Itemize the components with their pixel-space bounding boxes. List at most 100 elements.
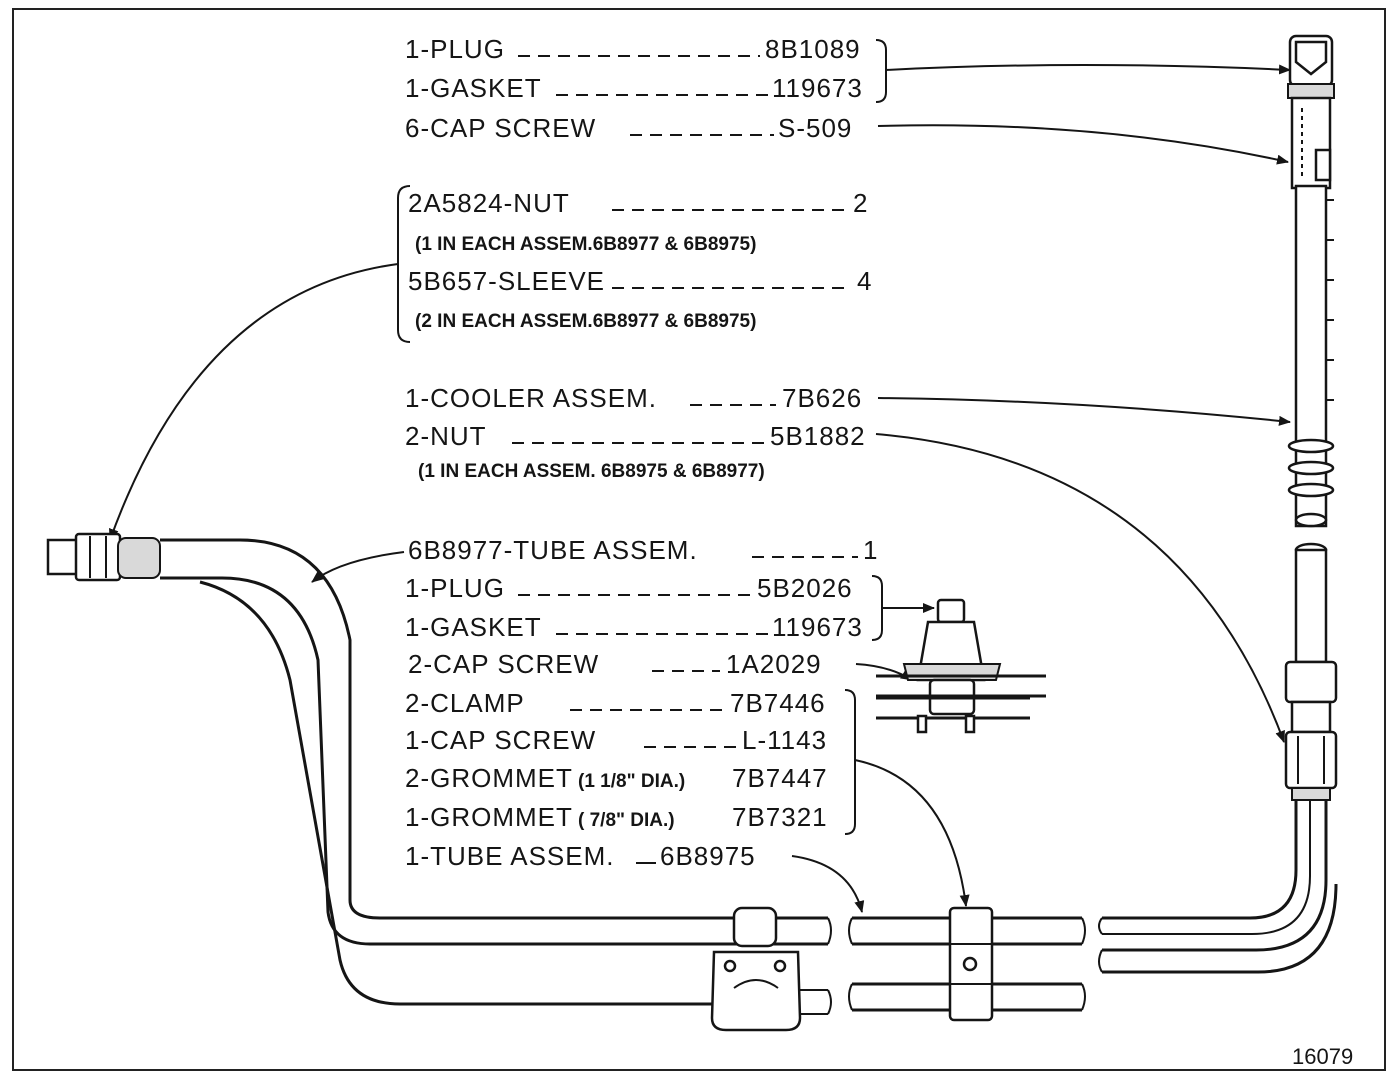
label-grommet-small: 1-GROMMET — [405, 802, 573, 832]
dia-grommet-large: (1 1/8" DIA.) — [578, 771, 685, 792]
block-contour — [733, 979, 779, 989]
tube-end — [1294, 512, 1328, 528]
pn-nut-2: 5B1882 — [770, 421, 866, 451]
label-gasket-top: 1-GASKET — [405, 73, 542, 103]
figure-number: 16079 — [1292, 1044, 1353, 1069]
block-hole — [723, 959, 737, 973]
detail-bolt — [964, 714, 976, 734]
label-nut-2a: 2A5824-NUT — [408, 188, 570, 218]
leader-arrows — [109, 64, 1291, 913]
label-clamp: 2-CLAMP — [405, 688, 525, 718]
detail-upper-tube — [876, 674, 1046, 698]
qty-nut-2a: 2 — [853, 188, 868, 218]
left-clamp-block — [710, 906, 802, 1032]
mid-tube-assembly — [848, 906, 1086, 1022]
pn-cap-screw-2: 1A2029 — [726, 649, 822, 679]
right-tube-mid — [1102, 800, 1311, 935]
label-cap-screw-6: 6-CAP SCREW — [405, 113, 596, 143]
tube-6b8975-outer — [199, 580, 720, 1006]
arrow-to-tube-6b8977 — [311, 551, 405, 583]
right-tube-lower — [1102, 883, 1338, 974]
tube-6b8977-bottom — [160, 576, 828, 946]
note-sleeve: (2 IN EACH ASSEM.6B8977 & 6B8975) — [415, 311, 756, 332]
pn-cap-screw-6: S-509 — [778, 113, 852, 143]
qty-sleeve: 4 — [857, 266, 872, 296]
right-tubes — [1098, 800, 1338, 974]
coil-ring — [1287, 482, 1335, 498]
detail-wing — [902, 663, 1002, 681]
cap-screw — [1314, 148, 1332, 182]
tube-break — [848, 983, 1086, 1011]
tube-break — [827, 917, 832, 945]
arrow-to-lower-nut — [875, 433, 1285, 743]
arrow-to-clamp — [854, 759, 970, 907]
label-tube-6b8975: 1-TUBE ASSEM. — [405, 841, 615, 871]
coil-ring — [1287, 460, 1335, 476]
clamp-detail-inset — [876, 598, 1046, 734]
top-plug-hex — [1294, 40, 1328, 76]
tube-break — [848, 917, 1086, 945]
right-tube-outer-1 — [1102, 800, 1298, 920]
label-nut-2: 2-NUT — [405, 421, 487, 451]
pn-gasket-top: 119673 — [772, 73, 863, 103]
cooler-tube-lower — [1294, 548, 1328, 664]
pn-cooler: 7B626 — [782, 383, 862, 413]
left-nut — [74, 532, 122, 582]
pn-gasket-mid: 119673 — [772, 612, 863, 642]
note-nut-2a: (1 IN EACH ASSEM.6B8977 & 6B8975) — [415, 234, 756, 255]
right-tube-outer-2 — [1102, 800, 1328, 952]
label-tube-6b8977: 6B8977-TUBE ASSEM. — [408, 535, 698, 565]
lower-clip — [1284, 660, 1338, 704]
block-hole — [773, 959, 787, 973]
pn-cap-screw-1: L-1143 — [742, 725, 827, 755]
detail-plug — [936, 598, 966, 624]
label-cooler: 1-COOLER ASSEM. — [405, 383, 657, 413]
detail-bolt — [916, 714, 928, 734]
tube-break — [1098, 917, 1103, 935]
cooler-head — [1290, 96, 1332, 190]
pn-clamp: 7B7446 — [730, 688, 826, 718]
label-gasket-mid: 1-GASKET — [405, 612, 542, 642]
clamp-screw — [962, 956, 978, 972]
label-plug-mid: 1-PLUG — [405, 573, 505, 603]
dia-grommet-small: ( 7/8" DIA.) — [578, 810, 675, 831]
brace-clamp-grommet — [844, 689, 856, 835]
top-gasket — [1287, 83, 1335, 99]
pn-plug-mid: 5B2026 — [757, 573, 853, 603]
lower-coupling — [1290, 700, 1332, 734]
figure-frame — [12, 8, 1386, 1071]
pn-grommet-small: 7B7321 — [732, 802, 828, 832]
tube-break — [1098, 949, 1103, 973]
sleeve — [1291, 787, 1331, 801]
tube-6b8975-stub — [800, 989, 828, 1015]
label-sleeve: 5B657-SLEEVE — [408, 266, 605, 296]
tube-6b8977-top — [160, 538, 828, 920]
label-grommet-large: 2-GROMMET — [405, 763, 573, 793]
brace-plug-gasket-mid — [871, 575, 883, 641]
coil-ring — [1287, 438, 1335, 454]
arrow-to-left-nut — [109, 263, 399, 541]
qty-tube-6b8977: 1 — [863, 535, 878, 565]
cooler-assembly — [1284, 34, 1338, 801]
arrow-to-cap-screws — [877, 124, 1289, 165]
left-sleeve — [117, 537, 161, 579]
pn-plug-top: 8B1089 — [765, 34, 861, 64]
pn-grommet-large: 7B7447 — [732, 763, 828, 793]
lower-nut — [1284, 730, 1338, 790]
left-tube-assembly — [46, 532, 832, 1015]
arrow-to-tube-6b8975 — [791, 855, 865, 913]
label-plug-top: 1-PLUG — [405, 34, 505, 64]
arrow-to-cooler — [877, 397, 1291, 426]
brace-plug-gasket-top — [875, 39, 887, 103]
label-cap-screw-2: 2-CAP SCREW — [408, 649, 599, 679]
note-nut-2: (1 IN EACH ASSEM. 6B8975 & 6B8977) — [418, 461, 765, 482]
arrow-to-top-plug — [885, 64, 1291, 75]
clamp-plug — [732, 906, 778, 948]
pn-tube-6b8975: 6B8975 — [660, 841, 756, 871]
left-fitting-end — [46, 538, 80, 576]
label-cap-screw-1: 1-CAP SCREW — [405, 725, 596, 755]
parts-list: 1-PLUG 8B1089 1-GASKET 119673 6-CAP SCRE… — [405, 34, 1353, 1069]
detail-lower-tube — [876, 696, 1030, 720]
tube-break — [827, 989, 832, 1015]
